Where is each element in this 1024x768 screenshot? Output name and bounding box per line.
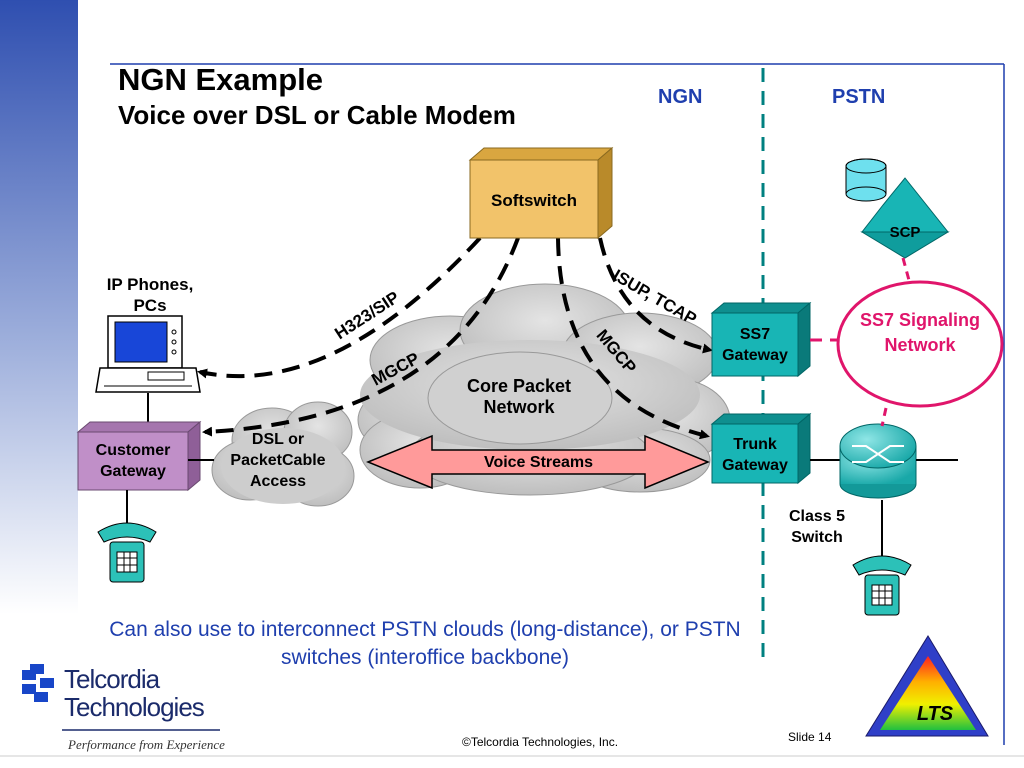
network-switch-link: [880, 407, 888, 427]
isup-tcap-link: [598, 237, 713, 354]
scp-icon: [845, 158, 950, 259]
company-tagline: Performance from Experience: [68, 737, 225, 752]
lts-badge: [865, 635, 989, 737]
phone-left-icon: [97, 522, 157, 583]
customer-gateway-box: [76, 420, 202, 492]
ss7-network-label: SS7 Signaling Network: [859, 310, 981, 355]
customer-gateway-label: Customer Gateway: [95, 442, 171, 480]
sidebar-band: [0, 0, 78, 768]
lts-badge-text: LTS: [917, 703, 954, 725]
ss7-gateway-box: [710, 301, 812, 378]
telcordia-logo-mark: [22, 664, 54, 702]
class5-switch-label: Class 5 Switch: [788, 508, 846, 546]
softswitch-box: [468, 146, 614, 240]
mgcp-left-link: [202, 237, 520, 437]
softswitch-label: Softswitch: [491, 191, 577, 210]
ngn-zone-label: NGN: [658, 86, 703, 108]
ss7-gateway-label: SS7 Gateway: [722, 326, 788, 364]
scp-label: SCP: [889, 224, 921, 241]
class5-switch-icon: [839, 423, 917, 499]
pstn-zone-label: PSTN: [832, 86, 886, 108]
ip-phones-label: IP Phones, PCs: [106, 275, 194, 315]
access-cloud-label: DSL or PacketCable Access: [230, 431, 326, 490]
voice-streams-arrow: [366, 434, 710, 490]
core-network-label: Core Packet Network: [466, 376, 572, 417]
mgcp-right-link: [556, 237, 710, 440]
slide-caption: Can also use to interconnect PSTN clouds…: [109, 618, 741, 669]
trunk-gateway-label: Trunk Gateway: [722, 436, 788, 474]
slide-subtitle: Voice over DSL or Cable Modem: [118, 100, 516, 130]
access-cloud: [211, 401, 355, 507]
phone-right-icon: [852, 555, 912, 616]
pc-icon: [95, 315, 201, 393]
h323-sip-link: [197, 236, 482, 379]
company-name-line1: Telcordia: [64, 664, 160, 694]
slide-number: Slide 14: [788, 730, 832, 744]
slide-title: NGN Example: [118, 62, 324, 97]
voice-streams-label: Voice Streams: [483, 454, 594, 471]
trunk-gateway-box: [710, 412, 812, 485]
scp-network-link: [901, 257, 912, 285]
ss7-network-ellipse: [836, 280, 1004, 408]
copyright-text: ©Telcordia Technologies, Inc.: [462, 735, 619, 749]
company-name-line2: Technologies: [64, 692, 205, 722]
